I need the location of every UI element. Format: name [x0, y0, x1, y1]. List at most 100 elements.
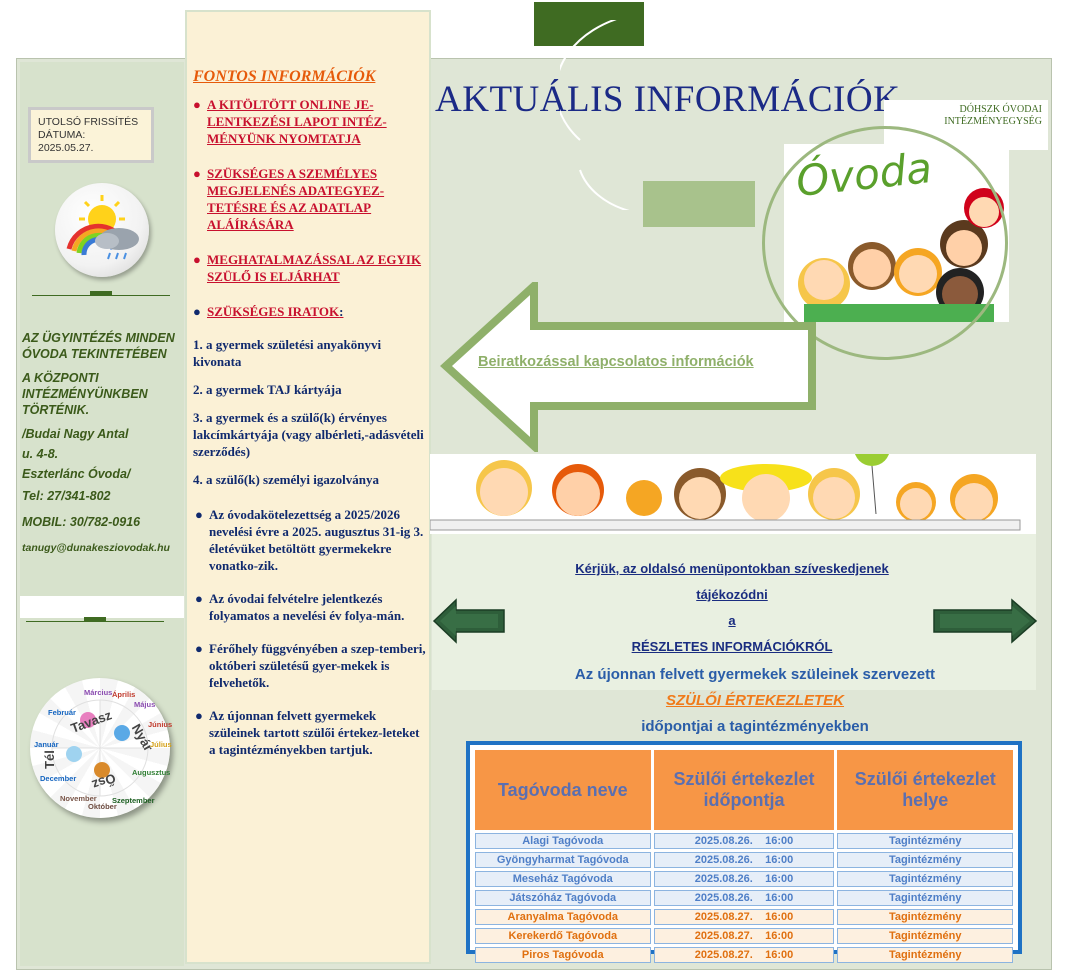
- notice-line-4[interactable]: RÉSZLETES INFORMÁCIÓKRÓL: [631, 639, 833, 654]
- meeting-date: 2025.08.26.: [694, 892, 753, 904]
- mobile-number: MOBIL: 30/782-0916: [22, 515, 141, 529]
- month-label: Február: [48, 708, 76, 717]
- info-bullet: ● Az óvodai felvételre jelentkezés folyam…: [193, 590, 427, 624]
- bullet-icon: ●: [195, 641, 203, 656]
- notice-line-2[interactable]: tájékozódni: [696, 587, 768, 602]
- required-docs-colon: :: [339, 304, 344, 319]
- cell-meeting-place: Tagintézmény: [837, 833, 1013, 849]
- email-link[interactable]: tanugy@dunakesziovodak.hu: [22, 542, 170, 554]
- info-item: ● A KITÖLTÖTT ONLINE JE-LENTKEZÉSI LAPOT …: [193, 96, 427, 147]
- contact-text-2: A KÖZPONTI INTÉZMÉNYÜNKBEN TÖRTÉNIK.: [22, 371, 148, 417]
- meeting-hour: 16:00: [765, 854, 794, 866]
- notice-line-3[interactable]: a: [728, 613, 736, 628]
- cell-meeting-place: Tagintézmény: [837, 909, 1013, 925]
- cell-meeting-time: 2025.08.26. 16:00: [653, 871, 835, 887]
- meeting-date: 2025.08.26.: [694, 873, 753, 885]
- month-label: Március: [84, 688, 113, 697]
- cell-kindergarten-name: Játszóház Tagóvoda: [475, 890, 651, 906]
- bullet-icon: ●: [195, 507, 203, 522]
- cell-kindergarten-name: Aranyalma Tagóvoda: [475, 909, 651, 925]
- meeting-hour: 16:00: [765, 930, 794, 942]
- cell-meeting-place: Tagintézmény: [837, 852, 1013, 868]
- important-info-panel: [185, 10, 431, 964]
- page-title: AKTUÁLIS INFORMÁCIÓK: [435, 79, 901, 120]
- info-bullet-text: Az óvodai felvételre jelentkezés folyama…: [209, 591, 405, 623]
- meetings-subtitle: időpontjai a tagintézményekben: [641, 718, 869, 735]
- important-info-content: FONTOS INFORMÁCIÓK ● A KITÖLTÖTT ONLINE J…: [193, 68, 427, 769]
- important-info-title: FONTOS INFORMÁCIÓK: [193, 68, 376, 85]
- cell-kindergarten-name: Kerekerdő Tagóvoda: [475, 928, 651, 944]
- weather-icon: [55, 183, 149, 277]
- left-arrow-icon: [440, 282, 816, 452]
- phone-number: Tel: 27/341-802: [22, 489, 111, 503]
- org-name-line2: INTÉZMÉNYEGYSÉG: [944, 116, 1042, 127]
- last-update-box: UTOLSÓ FRISSÍTÉS DÁTUMA: 2025.05.27.: [28, 107, 154, 163]
- cell-kindergarten-name: Alagi Tagóvoda: [475, 833, 651, 849]
- meeting-hour: 16:00: [765, 873, 794, 885]
- doc-item: 1. a gyermek születési anyakönyvi kivona…: [193, 337, 382, 369]
- cell-meeting-time: 2025.08.27. 16:00: [653, 928, 835, 944]
- cell-kindergarten-name: Piros Tagóvoda: [475, 947, 651, 963]
- notice-line-1[interactable]: Kérjük, az oldalsó menüpontokban szívesk…: [575, 561, 889, 576]
- meeting-hour: 16:00: [765, 835, 794, 847]
- cell-kindergarten-name: Gyöngyharmat Tagóvoda: [475, 852, 651, 868]
- ovoda-oval-frame: [762, 126, 1008, 360]
- cell-meeting-place: Tagintézmény: [837, 928, 1013, 944]
- address-line-1: /Budai Nagy Antal: [22, 427, 129, 441]
- header-meeting-place: Szülői értekezlet helye: [837, 750, 1013, 830]
- required-docs-label: SZÜKSÉGES IRATOK: [207, 304, 340, 319]
- cell-kindergarten-name: Meseház Tagóvoda: [475, 871, 651, 887]
- bullet-icon: ●: [195, 708, 203, 723]
- table-header-row: Tagóvoda neve Szülői értekezlet időpontj…: [475, 750, 1013, 830]
- schedule-table: Tagóvoda neve Szülői értekezlet időpontj…: [472, 747, 1016, 966]
- next-arrow-icon[interactable]: [932, 598, 1038, 644]
- month-label: Január: [34, 740, 59, 749]
- cell-meeting-place: Tagintézmény: [837, 871, 1013, 887]
- bullet-icon: ●: [193, 252, 201, 267]
- meeting-schedule-table: Tagóvoda neve Szülői értekezlet időpontj…: [466, 741, 1022, 963]
- address-line-2: u. 4-8.: [22, 447, 59, 461]
- address-line-3: Eszterlánc Óvoda/: [22, 467, 131, 481]
- left-divider-2-nub: [84, 617, 106, 622]
- info-bullet-text: Az óvodakötelezettség a 2025/2026 nevelé…: [209, 507, 424, 573]
- update-label-line2: DÁTUMA:: [38, 129, 86, 141]
- cell-meeting-time: 2025.08.26. 16:00: [653, 852, 835, 868]
- cell-meeting-time: 2025.08.26. 16:00: [653, 890, 835, 906]
- meeting-hour: 16:00: [765, 911, 794, 923]
- prev-arrow-icon[interactable]: [432, 598, 506, 644]
- enrollment-info-link[interactable]: Beiratkozással kapcsolatos információk: [478, 354, 754, 370]
- contact-text-1: AZ ÜGYINTÉZÉS MINDEN ÓVODA TEKINTETÉBEN: [22, 331, 175, 361]
- info-item-text: A KITÖLTÖTT ONLINE JE-LENTKEZÉSI LAPOT I…: [207, 97, 387, 146]
- table-row: Alagi Tagóvoda 2025.08.26. 16:00 Tagintézm…: [475, 833, 1013, 849]
- month-label: Június: [148, 720, 173, 729]
- bullet-icon: ●: [193, 97, 201, 112]
- bullet-icon: ●: [193, 166, 201, 181]
- notice-text: Kérjük, az oldalsó menüpontokban szívesk…: [540, 556, 924, 660]
- org-name-line1: DÓHSZK ÓVODAI: [959, 104, 1043, 115]
- top-decor-bar: [534, 2, 644, 46]
- meeting-date: 2025.08.26.: [694, 835, 753, 847]
- cell-meeting-time: 2025.08.27. 16:00: [653, 909, 835, 925]
- info-item-text: MEGHATALMAZÁSSAL AZ EGYIK SZÜLŐ IS ELJÁR…: [207, 252, 422, 284]
- month-label: Július: [150, 740, 172, 749]
- decor-block: [643, 181, 755, 227]
- seasons-wheel-icon: Tavasz Nyár Ősz Tél Március Április Máju…: [30, 678, 173, 818]
- bullet-icon: ●: [195, 591, 203, 606]
- doc-item: 2. a gyermek TAJ kártyája: [193, 382, 342, 397]
- cell-meeting-time: 2025.08.27. 16:00: [653, 947, 835, 963]
- update-label-line1: UTOLSÓ FRISSÍTÉS: [38, 116, 139, 128]
- kids-banner-image: [429, 430, 1036, 534]
- info-item: ● MEGHATALMAZÁSSAL AZ EGYIK SZÜLŐ IS ELJÁ…: [193, 251, 427, 285]
- meeting-hour: 16:00: [765, 949, 794, 961]
- month-label: November: [60, 794, 97, 803]
- header-kindergarten-name: Tagóvoda neve: [475, 750, 651, 830]
- info-bullet: ● Az óvodakötelezettség a 2025/2026 nevel…: [193, 506, 427, 574]
- info-bullet: ●Az újonnan felvett gyermekek szüleinek …: [193, 707, 427, 758]
- meetings-heading: SZÜLŐI ÉRTEKEZLETEK: [665, 692, 845, 709]
- info-bullet-text: Férőhely függvényében a szep-temberi, ok…: [209, 641, 426, 690]
